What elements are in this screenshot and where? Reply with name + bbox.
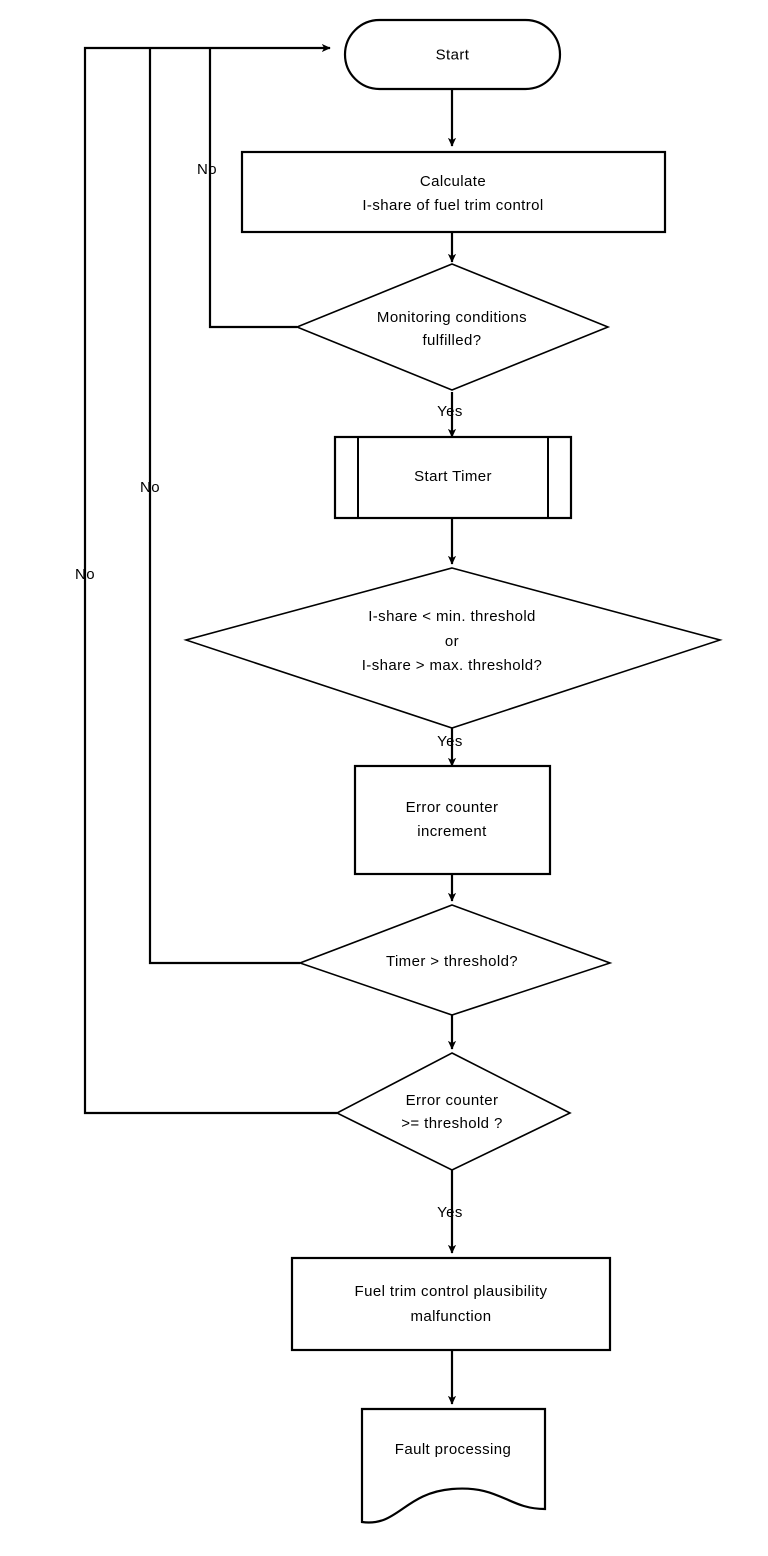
node-malfunction-label-line1: Fuel trim control plausibility [355,1283,548,1300]
node-monitoring-conditions-label-line2: fulfilled? [422,332,481,349]
node-timer-threshold[interactable]: Timer > threshold? [297,904,613,1016]
node-calculate-label-line2: I-share of fuel trim control [362,197,543,214]
edge-label-monitoring-no: No [197,161,217,178]
node-start-timer[interactable]: Start Timer [333,435,573,520]
node-error-counter-increment[interactable]: Error counter increment [353,764,552,876]
edge-label-timer-no: No [140,479,160,496]
node-monitoring-conditions-label-line1: Monitoring conditions [377,309,527,326]
node-error-counter-increment-label-line1: Error counter [406,799,499,816]
node-ishare-threshold-label-line3: I-share > max. threshold? [362,657,543,674]
node-fault-processing[interactable]: Fault processing [360,1407,547,1524]
node-ishare-threshold-label-line1: I-share < min. threshold [368,608,536,625]
node-calculate[interactable]: Calculate I-share of fuel trim control [240,150,667,234]
node-ishare-threshold[interactable]: I-share < min. threshold or I-share > ma… [183,567,723,729]
node-timer-threshold-label: Timer > threshold? [386,953,518,970]
node-start[interactable]: Start [343,18,562,91]
node-calculate-label-line1: Calculate [420,173,486,190]
edge-timer-no-loop [148,48,300,965]
edge-label-error-counter-no: No [75,566,95,583]
edge-label-monitoring-yes: Yes [437,403,463,420]
node-malfunction[interactable]: Fuel trim control plausibility malfuncti… [290,1256,612,1352]
node-monitoring-conditions[interactable]: Monitoring conditions fulfilled? [294,263,611,391]
edge-label-ishare-yes: Yes [437,733,463,750]
node-fault-processing-label: Fault processing [395,1441,511,1458]
edge-monitoring-no-loop [208,48,297,329]
node-ishare-threshold-label-line2: or [445,633,459,650]
node-error-counter-threshold-label-line1: Error counter [406,1092,499,1109]
node-error-counter-threshold-label-line2: >= threshold ? [401,1115,503,1132]
node-error-counter-increment-label-line2: increment [417,823,487,840]
edge-label-error-counter-yes: Yes [437,1204,463,1221]
node-start-label: Start [436,46,470,63]
node-start-timer-label: Start Timer [414,468,492,485]
node-malfunction-label-line2: malfunction [410,1308,491,1325]
node-error-counter-threshold[interactable]: Error counter >= threshold ? [335,1052,572,1171]
edge-error-counter-no-loop [83,43,337,1115]
